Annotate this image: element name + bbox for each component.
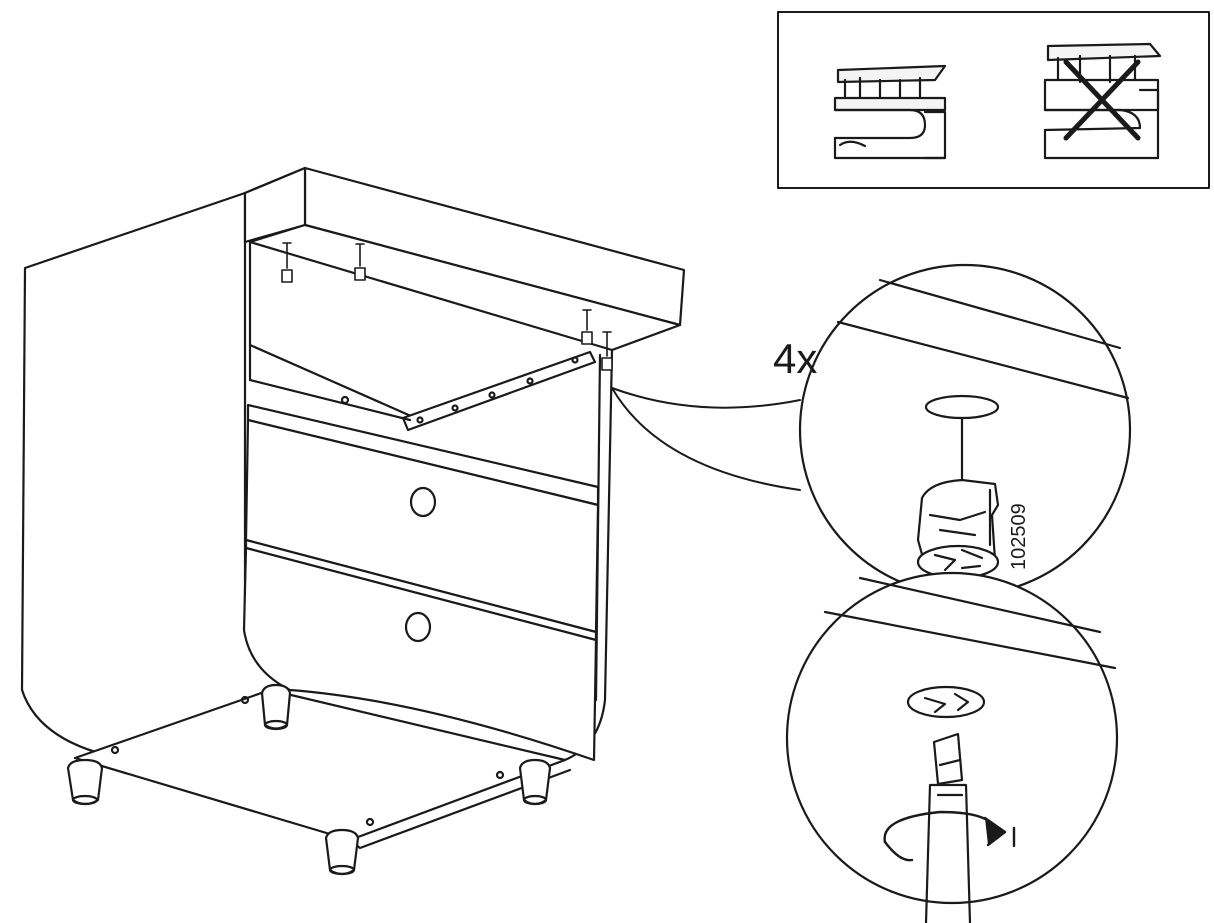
- screwdriver-icon: [924, 732, 972, 923]
- cabinet-foot: [260, 683, 292, 731]
- drawer-knob: [409, 486, 437, 518]
- cam-lock-icon: [906, 685, 986, 719]
- cam-lock-icon: [354, 243, 366, 281]
- cross-icon: [1063, 59, 1141, 141]
- cam-lock-icon: [916, 478, 1000, 580]
- cabinet-foot: [518, 758, 552, 806]
- part-number-label: 102509: [1008, 503, 1030, 570]
- drawer-knob: [404, 611, 432, 643]
- cam-lock-icon: [601, 331, 613, 371]
- cabinet-foot: [324, 828, 360, 876]
- cabinet-drawing: [20, 166, 801, 876]
- orientation-detail-box: [777, 11, 1210, 189]
- zoom-circle-insert: [798, 263, 1132, 597]
- cabinet-foot: [66, 758, 104, 806]
- cam-lock-icon: [581, 309, 593, 345]
- rotate-clockwise-arrow-icon: [883, 810, 1016, 862]
- cam-lock-icon: [281, 242, 293, 283]
- correct-cam-orientation: [833, 64, 947, 160]
- incorrect-cam-orientation: [1043, 42, 1162, 160]
- zoom-circle-screwdriver: [785, 571, 1119, 923]
- quantity-label: 4x: [773, 335, 817, 382]
